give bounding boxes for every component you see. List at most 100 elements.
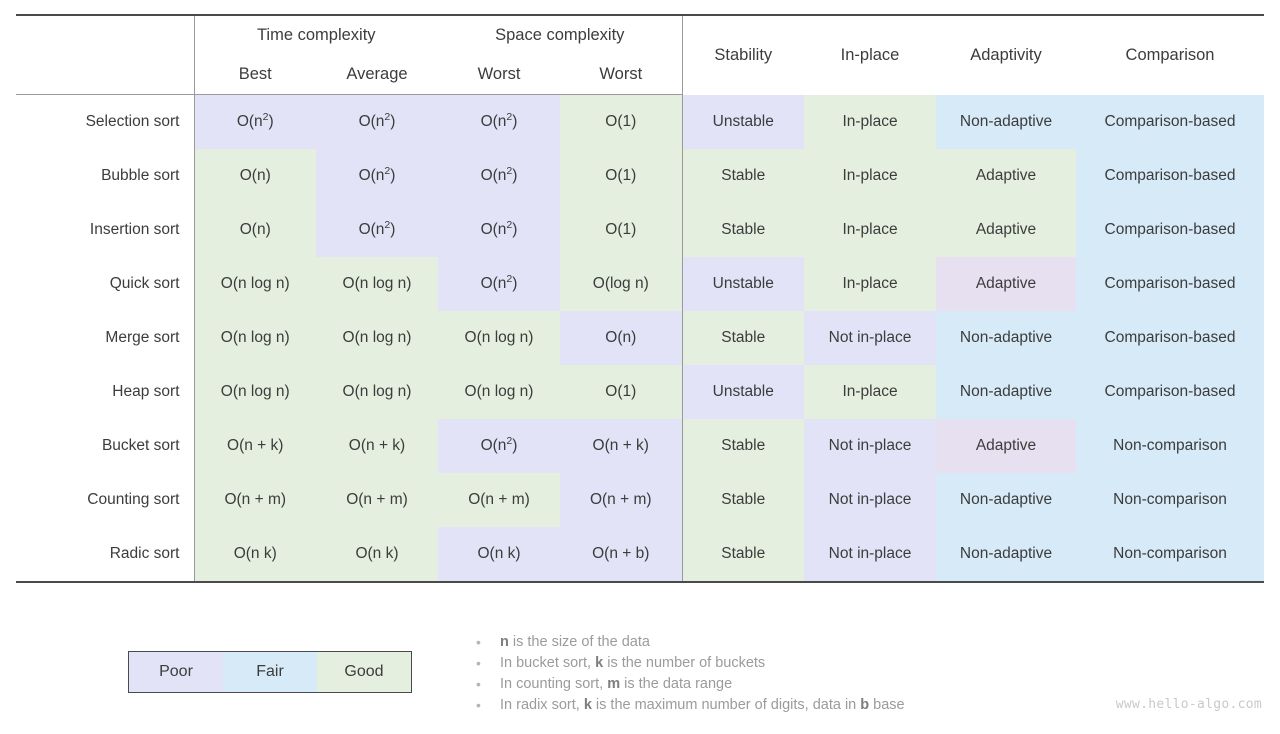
cell-in-place: Not in-place — [804, 419, 937, 473]
cell-stability: Stable — [681, 149, 805, 203]
cell-space-worst: O(1) — [560, 365, 683, 419]
table-row: Bubble sort O(n) O(n2) O(n2) O(1) Stable… — [16, 149, 1265, 203]
cell-time-worst: O(n2) — [438, 203, 561, 257]
cell-space-worst: O(1) — [560, 203, 683, 257]
column-header-time-average: Average — [316, 54, 439, 95]
group-header-space-complexity: Space complexity — [438, 14, 683, 54]
cell-time-average: O(n k) — [316, 527, 439, 583]
comparison-table: Time complexity Space complexity Stabili… — [16, 14, 1265, 583]
cell-space-worst: O(n) — [560, 311, 683, 365]
cell-time-average: O(n2) — [316, 203, 439, 257]
group-header-row: Time complexity Space complexity Stabili… — [16, 14, 1265, 95]
cell-time-average: O(n log n) — [316, 311, 439, 365]
row-label: Counting sort — [16, 473, 194, 527]
cell-time-best: O(n log n) — [193, 257, 316, 311]
sub-header-blank — [16, 54, 194, 95]
cell-time-best: O(n) — [193, 149, 316, 203]
footnote-list: n is the size of the data In bucket sort… — [470, 632, 905, 716]
cell-comparison: Comparison-based — [1076, 203, 1265, 257]
table-row: Selection sort O(n2) O(n2) O(n2) O(1) Un… — [16, 94, 1265, 149]
row-label: Bubble sort — [16, 149, 194, 203]
cell-space-worst: O(n + m) — [560, 473, 683, 527]
cell-time-best: O(n + m) — [193, 473, 316, 527]
cell-time-worst: O(n log n) — [438, 311, 561, 365]
cell-time-average: O(n + m) — [316, 473, 439, 527]
cell-time-worst: O(n k) — [438, 527, 561, 583]
cell-comparison: Comparison-based — [1076, 149, 1265, 203]
table-row: Bucket sort O(n + k) O(n + k) O(n2) O(n … — [16, 419, 1265, 473]
column-header-stability: Stability — [681, 14, 805, 95]
cell-in-place: In-place — [804, 203, 937, 257]
table-row: Merge sort O(n log n) O(n log n) O(n log… — [16, 311, 1265, 365]
cell-time-best: O(n2) — [193, 94, 316, 149]
cell-time-best: O(n k) — [193, 527, 316, 583]
cell-in-place: In-place — [804, 149, 937, 203]
cell-space-worst: O(n + b) — [560, 527, 683, 583]
cell-space-worst: O(log n) — [560, 257, 683, 311]
legend-fair: Fair — [223, 652, 317, 692]
cell-stability: Stable — [681, 419, 805, 473]
cell-adaptivity: Non-adaptive — [936, 527, 1077, 583]
list-item: In counting sort, m is the data range — [470, 674, 905, 695]
cell-adaptivity: Non-adaptive — [936, 311, 1077, 365]
cell-in-place: Not in-place — [804, 311, 937, 365]
corner-blank — [16, 14, 194, 54]
row-label: Merge sort — [16, 311, 194, 365]
cell-time-worst: O(n2) — [438, 94, 561, 149]
cell-comparison: Comparison-based — [1076, 94, 1265, 149]
column-header-time-worst: Worst — [438, 54, 561, 95]
cell-time-worst: O(n2) — [438, 257, 561, 311]
row-label: Selection sort — [16, 94, 194, 149]
cell-time-average: O(n log n) — [316, 257, 439, 311]
row-label: Insertion sort — [16, 203, 194, 257]
color-legend: Poor Fair Good — [128, 651, 412, 693]
row-label: Radic sort — [16, 527, 194, 583]
cell-time-average: O(n2) — [316, 149, 439, 203]
cell-in-place: In-place — [804, 94, 937, 149]
group-header-time-complexity: Time complexity — [193, 14, 439, 54]
row-label: Quick sort — [16, 257, 194, 311]
cell-stability: Unstable — [681, 257, 805, 311]
watermark: www.hello-algo.com — [1115, 697, 1262, 712]
cell-time-best: O(n + k) — [193, 419, 316, 473]
cell-adaptivity: Adaptive — [936, 419, 1077, 473]
cell-in-place: In-place — [804, 257, 937, 311]
cell-stability: Stable — [681, 473, 805, 527]
table-row: Insertion sort O(n) O(n2) O(n2) O(1) Sta… — [16, 203, 1265, 257]
cell-time-worst: O(n2) — [438, 419, 561, 473]
table-row: Radic sort O(n k) O(n k) O(n k) O(n + b)… — [16, 527, 1265, 583]
column-header-in-place: In-place — [804, 14, 937, 95]
cell-stability: Unstable — [681, 365, 805, 419]
cell-comparison: Comparison-based — [1076, 257, 1265, 311]
cell-time-worst: O(n log n) — [438, 365, 561, 419]
legend-good: Good — [317, 652, 411, 692]
cell-comparison: Comparison-based — [1076, 311, 1265, 365]
cell-comparison: Non-comparison — [1076, 473, 1265, 527]
cell-space-worst: O(n + k) — [560, 419, 683, 473]
cell-time-best: O(n log n) — [193, 311, 316, 365]
legend-poor: Poor — [129, 652, 223, 692]
row-label: Heap sort — [16, 365, 194, 419]
cell-comparison: Non-comparison — [1076, 419, 1265, 473]
cell-adaptivity: Non-adaptive — [936, 94, 1077, 149]
sorting-algorithm-comparison-page: Time complexity Space complexity Stabili… — [0, 14, 1280, 734]
cell-time-average: O(n2) — [316, 94, 439, 149]
cell-adaptivity: Non-adaptive — [936, 473, 1077, 527]
list-item: In bucket sort, k is the number of bucke… — [470, 653, 905, 674]
cell-time-best: O(n) — [193, 203, 316, 257]
cell-time-average: O(n + k) — [316, 419, 439, 473]
list-item: n is the size of the data — [470, 632, 905, 653]
table-row: Quick sort O(n log n) O(n log n) O(n2) O… — [16, 257, 1265, 311]
cell-adaptivity: Non-adaptive — [936, 365, 1077, 419]
cell-adaptivity: Adaptive — [936, 203, 1077, 257]
column-header-space-worst: Worst — [560, 54, 683, 95]
cell-stability: Stable — [681, 527, 805, 583]
cell-in-place: Not in-place — [804, 473, 937, 527]
table-row: Counting sort O(n + m) O(n + m) O(n + m)… — [16, 473, 1265, 527]
cell-time-worst: O(n + m) — [438, 473, 561, 527]
cell-comparison: Comparison-based — [1076, 365, 1265, 419]
cell-in-place: Not in-place — [804, 527, 937, 583]
cell-space-worst: O(1) — [560, 149, 683, 203]
cell-adaptivity: Adaptive — [936, 149, 1077, 203]
column-header-comparison: Comparison — [1076, 14, 1265, 95]
